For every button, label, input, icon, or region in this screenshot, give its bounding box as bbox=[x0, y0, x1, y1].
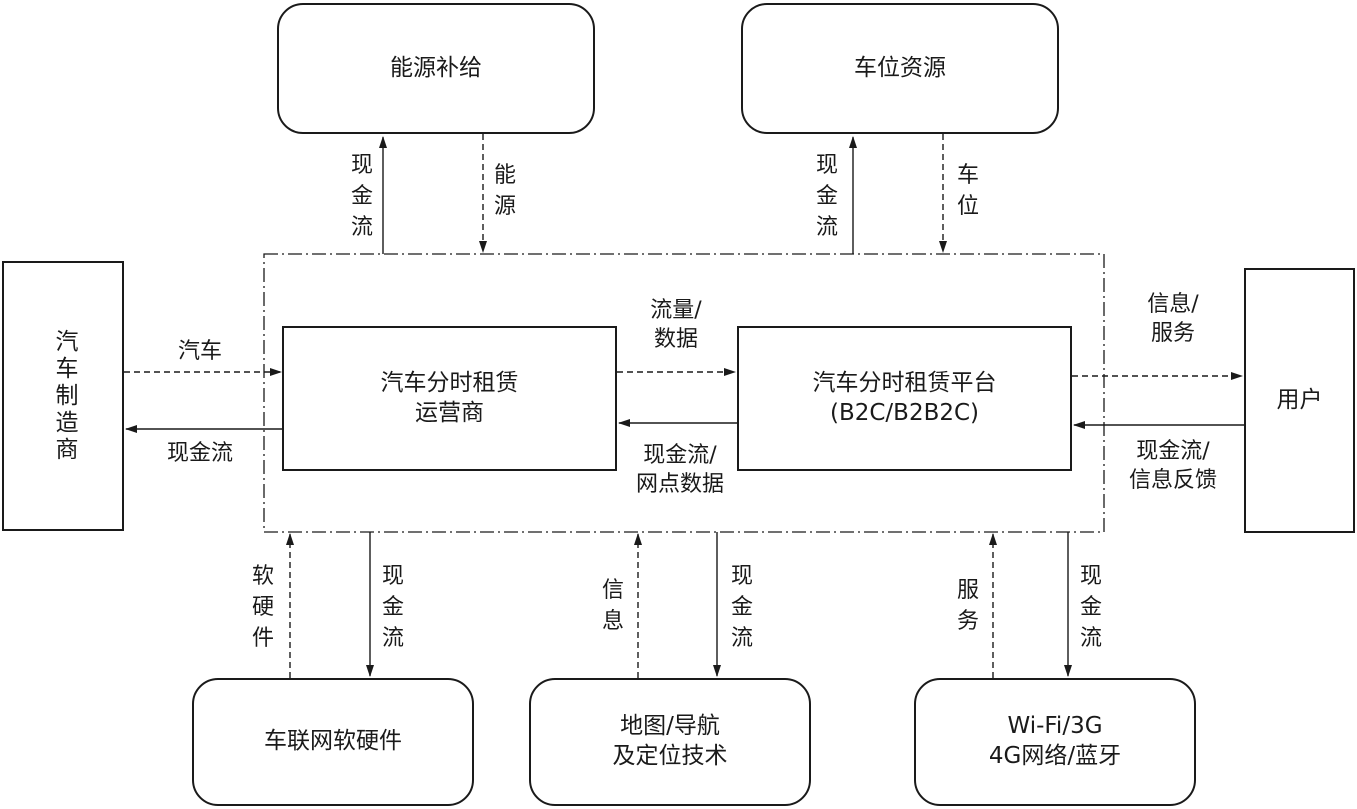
iov-label: 车联网软硬件 bbox=[264, 728, 402, 755]
parking-resources-node: 车位资源 bbox=[741, 3, 1059, 134]
label-from-network: 服务 bbox=[956, 578, 979, 634]
label-to-network-cash: 现金流 bbox=[1079, 564, 1102, 651]
label-to-energy-cash: 现金流 bbox=[350, 153, 373, 240]
enclosure-boundary bbox=[263, 253, 1105, 533]
network-label: Wi-Fi/3G 4G网络/蓝牙 bbox=[988, 713, 1122, 769]
operator-label: 汽车分时租赁 运营商 bbox=[380, 369, 519, 426]
label-from-iov: 软硬件 bbox=[251, 564, 274, 651]
platform-node: 汽车分时租赁平台 (B2C/B2B2C) bbox=[737, 326, 1072, 471]
label-platform-to-user: 信息/ 服务 bbox=[1147, 292, 1199, 346]
label-to-map-cash: 现金流 bbox=[730, 564, 753, 651]
label-to-iov-cash: 现金流 bbox=[381, 564, 404, 651]
car-manufacturer-node: 汽车制造商 bbox=[2, 261, 124, 531]
label-from-manufacturer: 汽车 bbox=[177, 339, 222, 364]
label-from-parking: 车位 bbox=[956, 163, 979, 219]
iov-node: 车联网软硬件 bbox=[192, 678, 474, 806]
energy-supply-node: 能源补给 bbox=[277, 3, 595, 134]
map-navigation-node: 地图/导航 及定位技术 bbox=[529, 678, 811, 806]
parking-resources-label: 车位资源 bbox=[854, 54, 946, 81]
energy-supply-label: 能源补给 bbox=[390, 54, 482, 81]
label-operator-to-platform: 流量/ 数据 bbox=[650, 298, 702, 352]
label-user-to-platform: 现金流/ 信息反馈 bbox=[1128, 439, 1217, 493]
label-from-energy: 能源 bbox=[493, 163, 516, 219]
operator-node: 汽车分时租赁 运营商 bbox=[282, 326, 617, 471]
label-platform-to-operator: 现金流/ 网点数据 bbox=[635, 443, 724, 497]
network-node: Wi-Fi/3G 4G网络/蓝牙 bbox=[914, 678, 1196, 806]
car-manufacturer-label: 汽车制造商 bbox=[50, 328, 77, 464]
user-label: 用户 bbox=[1276, 386, 1323, 413]
user-node: 用户 bbox=[1244, 268, 1355, 533]
label-to-parking-cash: 现金流 bbox=[815, 153, 838, 240]
label-from-map: 信息 bbox=[601, 578, 624, 634]
platform-label: 汽车分时租赁平台 (B2C/B2B2C) bbox=[812, 369, 997, 426]
map-navigation-label: 地图/导航 及定位技术 bbox=[612, 713, 728, 769]
label-to-manufacturer-cash: 现金流 bbox=[166, 441, 233, 466]
